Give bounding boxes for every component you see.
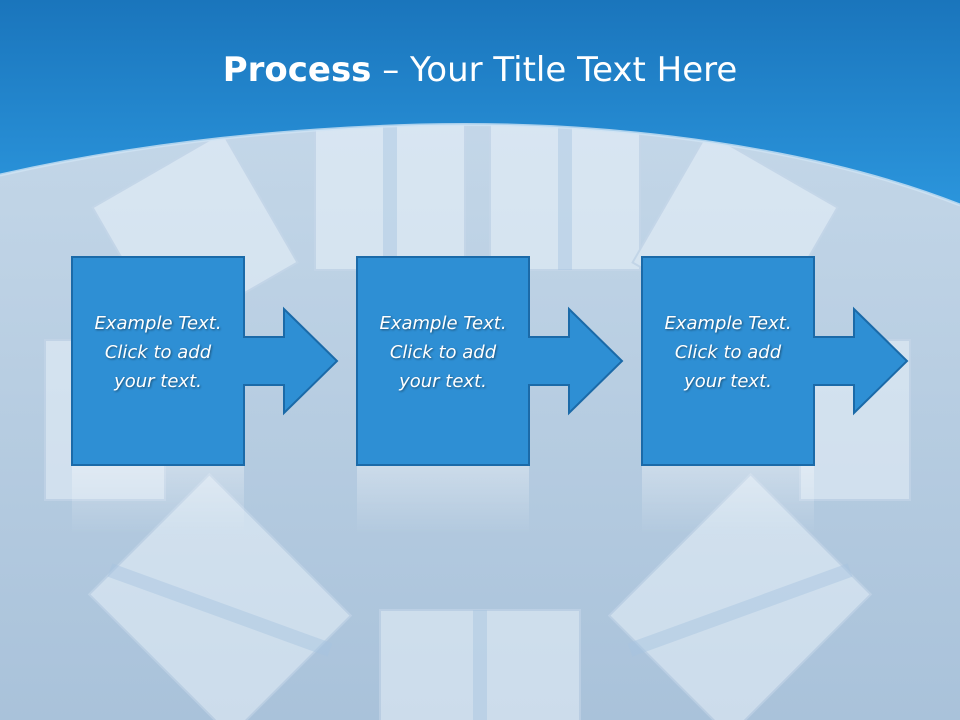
step-3-line-3: your text. (684, 371, 772, 392)
step-1-line-3: your text. (114, 371, 202, 392)
process-step-2[interactable]: Example Text. Click to add your text. (356, 256, 627, 467)
step-text-1[interactable]: Example Text. Click to add your text. (72, 309, 244, 396)
step-3-line-2: Click to add (674, 342, 782, 363)
arrow-shape-3 (641, 256, 909, 466)
title-rest: – Your Title Text Here (371, 50, 738, 90)
step-1-line-2: Click to add (104, 342, 212, 363)
title-bold: Process (222, 50, 372, 90)
step-3-line-1: Example Text. (664, 313, 792, 334)
process-step-3[interactable]: Example Text. Click to add your text. (641, 256, 912, 467)
step-2-line-1: Example Text. (379, 313, 507, 334)
step-text-2[interactable]: Example Text. Click to add your text. (357, 309, 529, 396)
step-reflection-1 (72, 466, 244, 536)
step-2-line-3: your text. (399, 371, 487, 392)
arrow-shape-1 (71, 256, 339, 466)
step-text-3[interactable]: Example Text. Click to add your text. (642, 309, 814, 396)
arrow-shape-2 (356, 256, 624, 466)
step-reflection-2 (357, 466, 529, 536)
slide-title[interactable]: Process – Your Title Text Here (0, 50, 960, 90)
process-step-1[interactable]: Example Text. Click to add your text. (71, 256, 342, 467)
step-reflection-3 (642, 466, 814, 536)
step-2-line-2: Click to add (389, 342, 497, 363)
header-band (0, 0, 960, 205)
step-1-line-1: Example Text. (94, 313, 222, 334)
